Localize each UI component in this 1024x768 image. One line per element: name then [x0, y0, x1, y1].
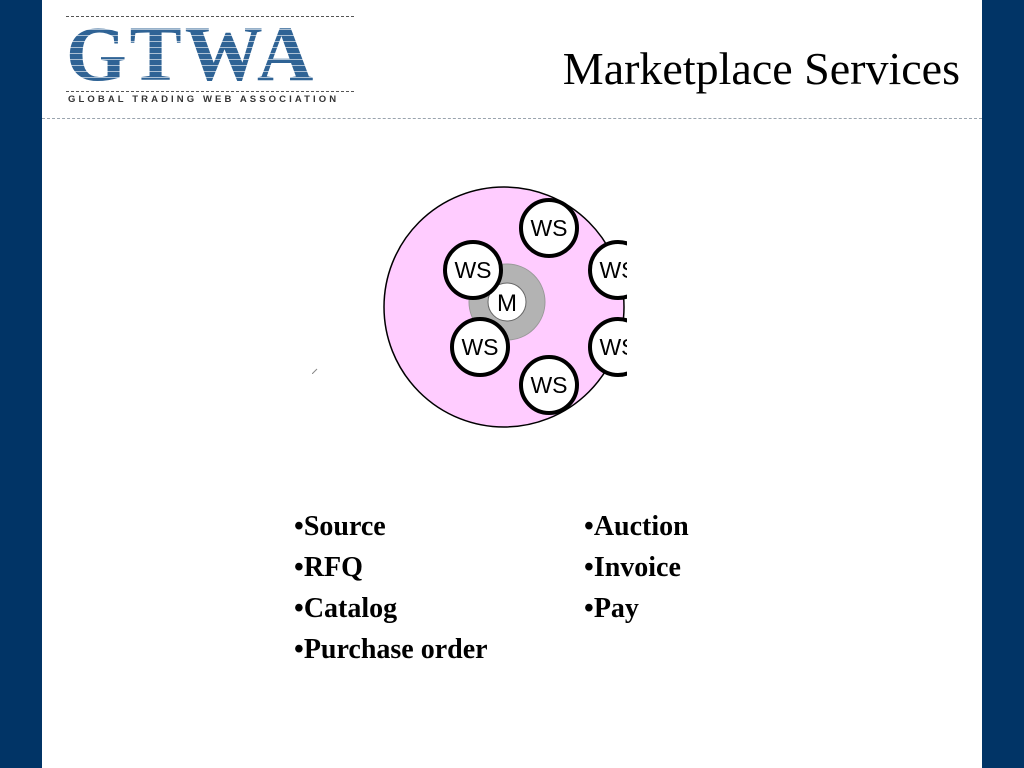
slide-title: Marketplace Services — [562, 43, 960, 94]
ws-node-circle — [588, 240, 627, 300]
header-divider — [42, 118, 982, 119]
ws-node-group: WS WS WS WS WS WS — [443, 198, 627, 415]
ws-node-circle — [519, 355, 579, 415]
diagram-svg: M WS WS WS WS WS WS — [383, 186, 627, 428]
logo-letters: GTWA — [66, 15, 356, 93]
ws-node: WS — [519, 198, 579, 258]
ws-node-circle — [588, 317, 627, 377]
services-list-right: •Auction •Invoice •Pay — [584, 506, 689, 629]
ws-node-circle — [519, 198, 579, 258]
marketplace-diagram: M WS WS WS WS WS WS — [382, 185, 627, 430]
ws-node-circle — [443, 240, 503, 300]
ws-node-label: WS — [599, 257, 627, 283]
logo-tagline: GLOBAL TRADING WEB ASSOCIATION — [68, 94, 340, 105]
ws-node: WS — [450, 317, 510, 377]
service-item: •Purchase order — [294, 634, 488, 665]
ws-node: WS — [588, 317, 627, 377]
ws-node-label: WS — [530, 372, 567, 398]
center-core — [487, 282, 527, 322]
service-item: •Auction — [584, 511, 689, 542]
service-item: •Source — [294, 511, 386, 542]
ws-node-label: WS — [454, 257, 491, 283]
logo-top-rule — [66, 16, 354, 17]
service-item: •Catalog — [294, 593, 398, 624]
gtwa-logo: GTWA GLOBAL TRADING WEB ASSOCIATION — [66, 15, 356, 105]
ws-node-label: WS — [599, 334, 627, 360]
ws-node: WS — [519, 355, 579, 415]
service-item: •RFQ — [294, 552, 363, 583]
ws-node-label: WS — [461, 334, 498, 360]
service-item: •Invoice — [584, 552, 681, 583]
stray-mark — [312, 368, 318, 374]
slide: GTWA GLOBAL TRADING WEB ASSOCIATION Mark… — [42, 0, 982, 768]
ws-node: WS — [443, 240, 503, 300]
service-item: •Pay — [584, 593, 639, 624]
logo-bottom-rule — [66, 91, 354, 92]
services-list-left: •Source •RFQ •Catalog •Purchase order — [294, 506, 488, 670]
ws-node-label: WS — [530, 215, 567, 241]
center-label: M — [497, 290, 517, 317]
ws-node-circle — [450, 317, 510, 377]
ws-node: WS — [588, 240, 627, 300]
